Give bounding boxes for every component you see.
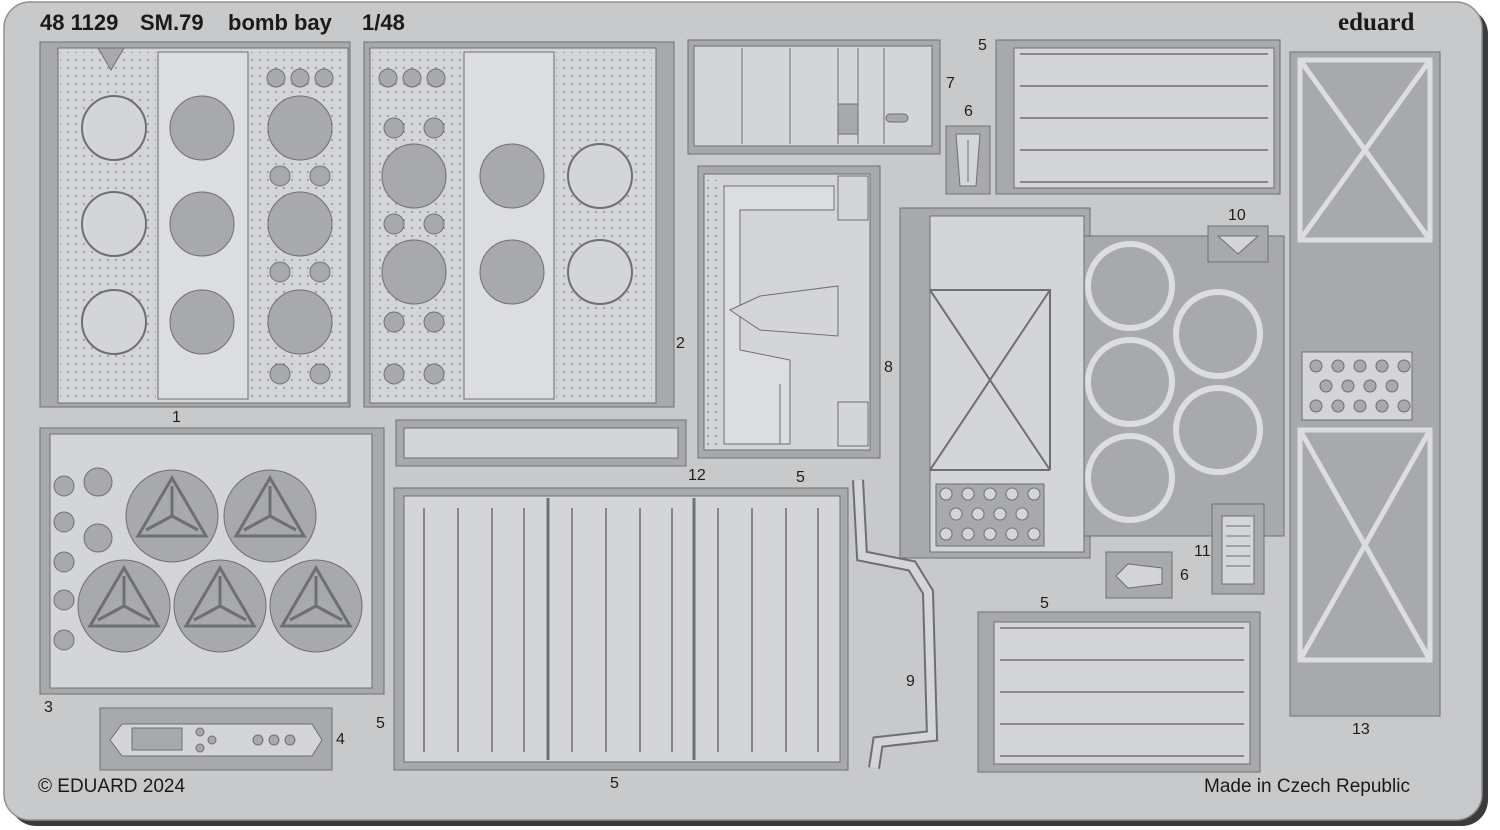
part-label-5-bottom: 5	[610, 775, 619, 792]
part-label-2: 2	[676, 335, 685, 352]
fret-code: 48 1129	[40, 10, 118, 35]
part-6-bracket-top	[945, 125, 991, 195]
part-label-1: 1	[172, 409, 181, 426]
part-5-grille-bottom	[393, 487, 849, 771]
part-label-5-left: 5	[376, 715, 385, 732]
part-label-12: 12	[688, 467, 706, 484]
part-label-13: 13	[1352, 721, 1370, 738]
scale: 1/48	[362, 10, 405, 35]
part-label-8: 8	[884, 359, 893, 376]
part-6-bracket-bottom	[1105, 551, 1173, 599]
origin: Made in Czech Republic	[1204, 776, 1410, 797]
aircraft-name: SM.79	[140, 10, 204, 35]
part-label-10: 10	[1228, 207, 1246, 224]
part-3-plate	[39, 427, 385, 695]
part-label-5-centre: 5	[796, 469, 805, 486]
triangle-disc-4	[173, 559, 267, 653]
part-label-4: 4	[336, 731, 345, 748]
part-13-frame	[1289, 51, 1441, 717]
part-frame-assembly	[899, 207, 1285, 559]
part-11-clip	[1211, 503, 1265, 595]
part-label-7: 7	[946, 75, 955, 92]
part-9-pipe	[852, 479, 939, 769]
part-5-grille-right	[977, 611, 1261, 773]
part-label-9: 9	[906, 673, 915, 690]
subject: bomb bay	[228, 10, 333, 35]
part-2-bay-panel	[363, 41, 675, 408]
part-label-3: 3	[44, 699, 53, 716]
part-1-bay-panel	[39, 41, 351, 408]
eduard-logo: eduard	[1338, 9, 1415, 36]
copyright: © EDUARD 2024	[38, 776, 185, 797]
part-5-grille-top	[995, 39, 1281, 195]
part-8-frame	[697, 165, 881, 459]
part-10-bracket	[1207, 225, 1269, 263]
part-label-6-top: 6	[964, 103, 973, 120]
part-4-strap	[99, 707, 333, 771]
part-7-panel	[687, 39, 941, 155]
part-label-5-right: 5	[1040, 595, 1049, 612]
part-label-6-bottom: 6	[1180, 567, 1189, 584]
triangle-disc-1	[125, 469, 219, 563]
triangle-disc-2	[223, 469, 317, 563]
triangle-disc-3	[77, 559, 171, 653]
part-12-strip	[395, 419, 687, 467]
part-label-11: 11	[1194, 543, 1211, 560]
triangle-disc-5	[269, 559, 363, 653]
part-label-5-top: 5	[978, 37, 987, 54]
